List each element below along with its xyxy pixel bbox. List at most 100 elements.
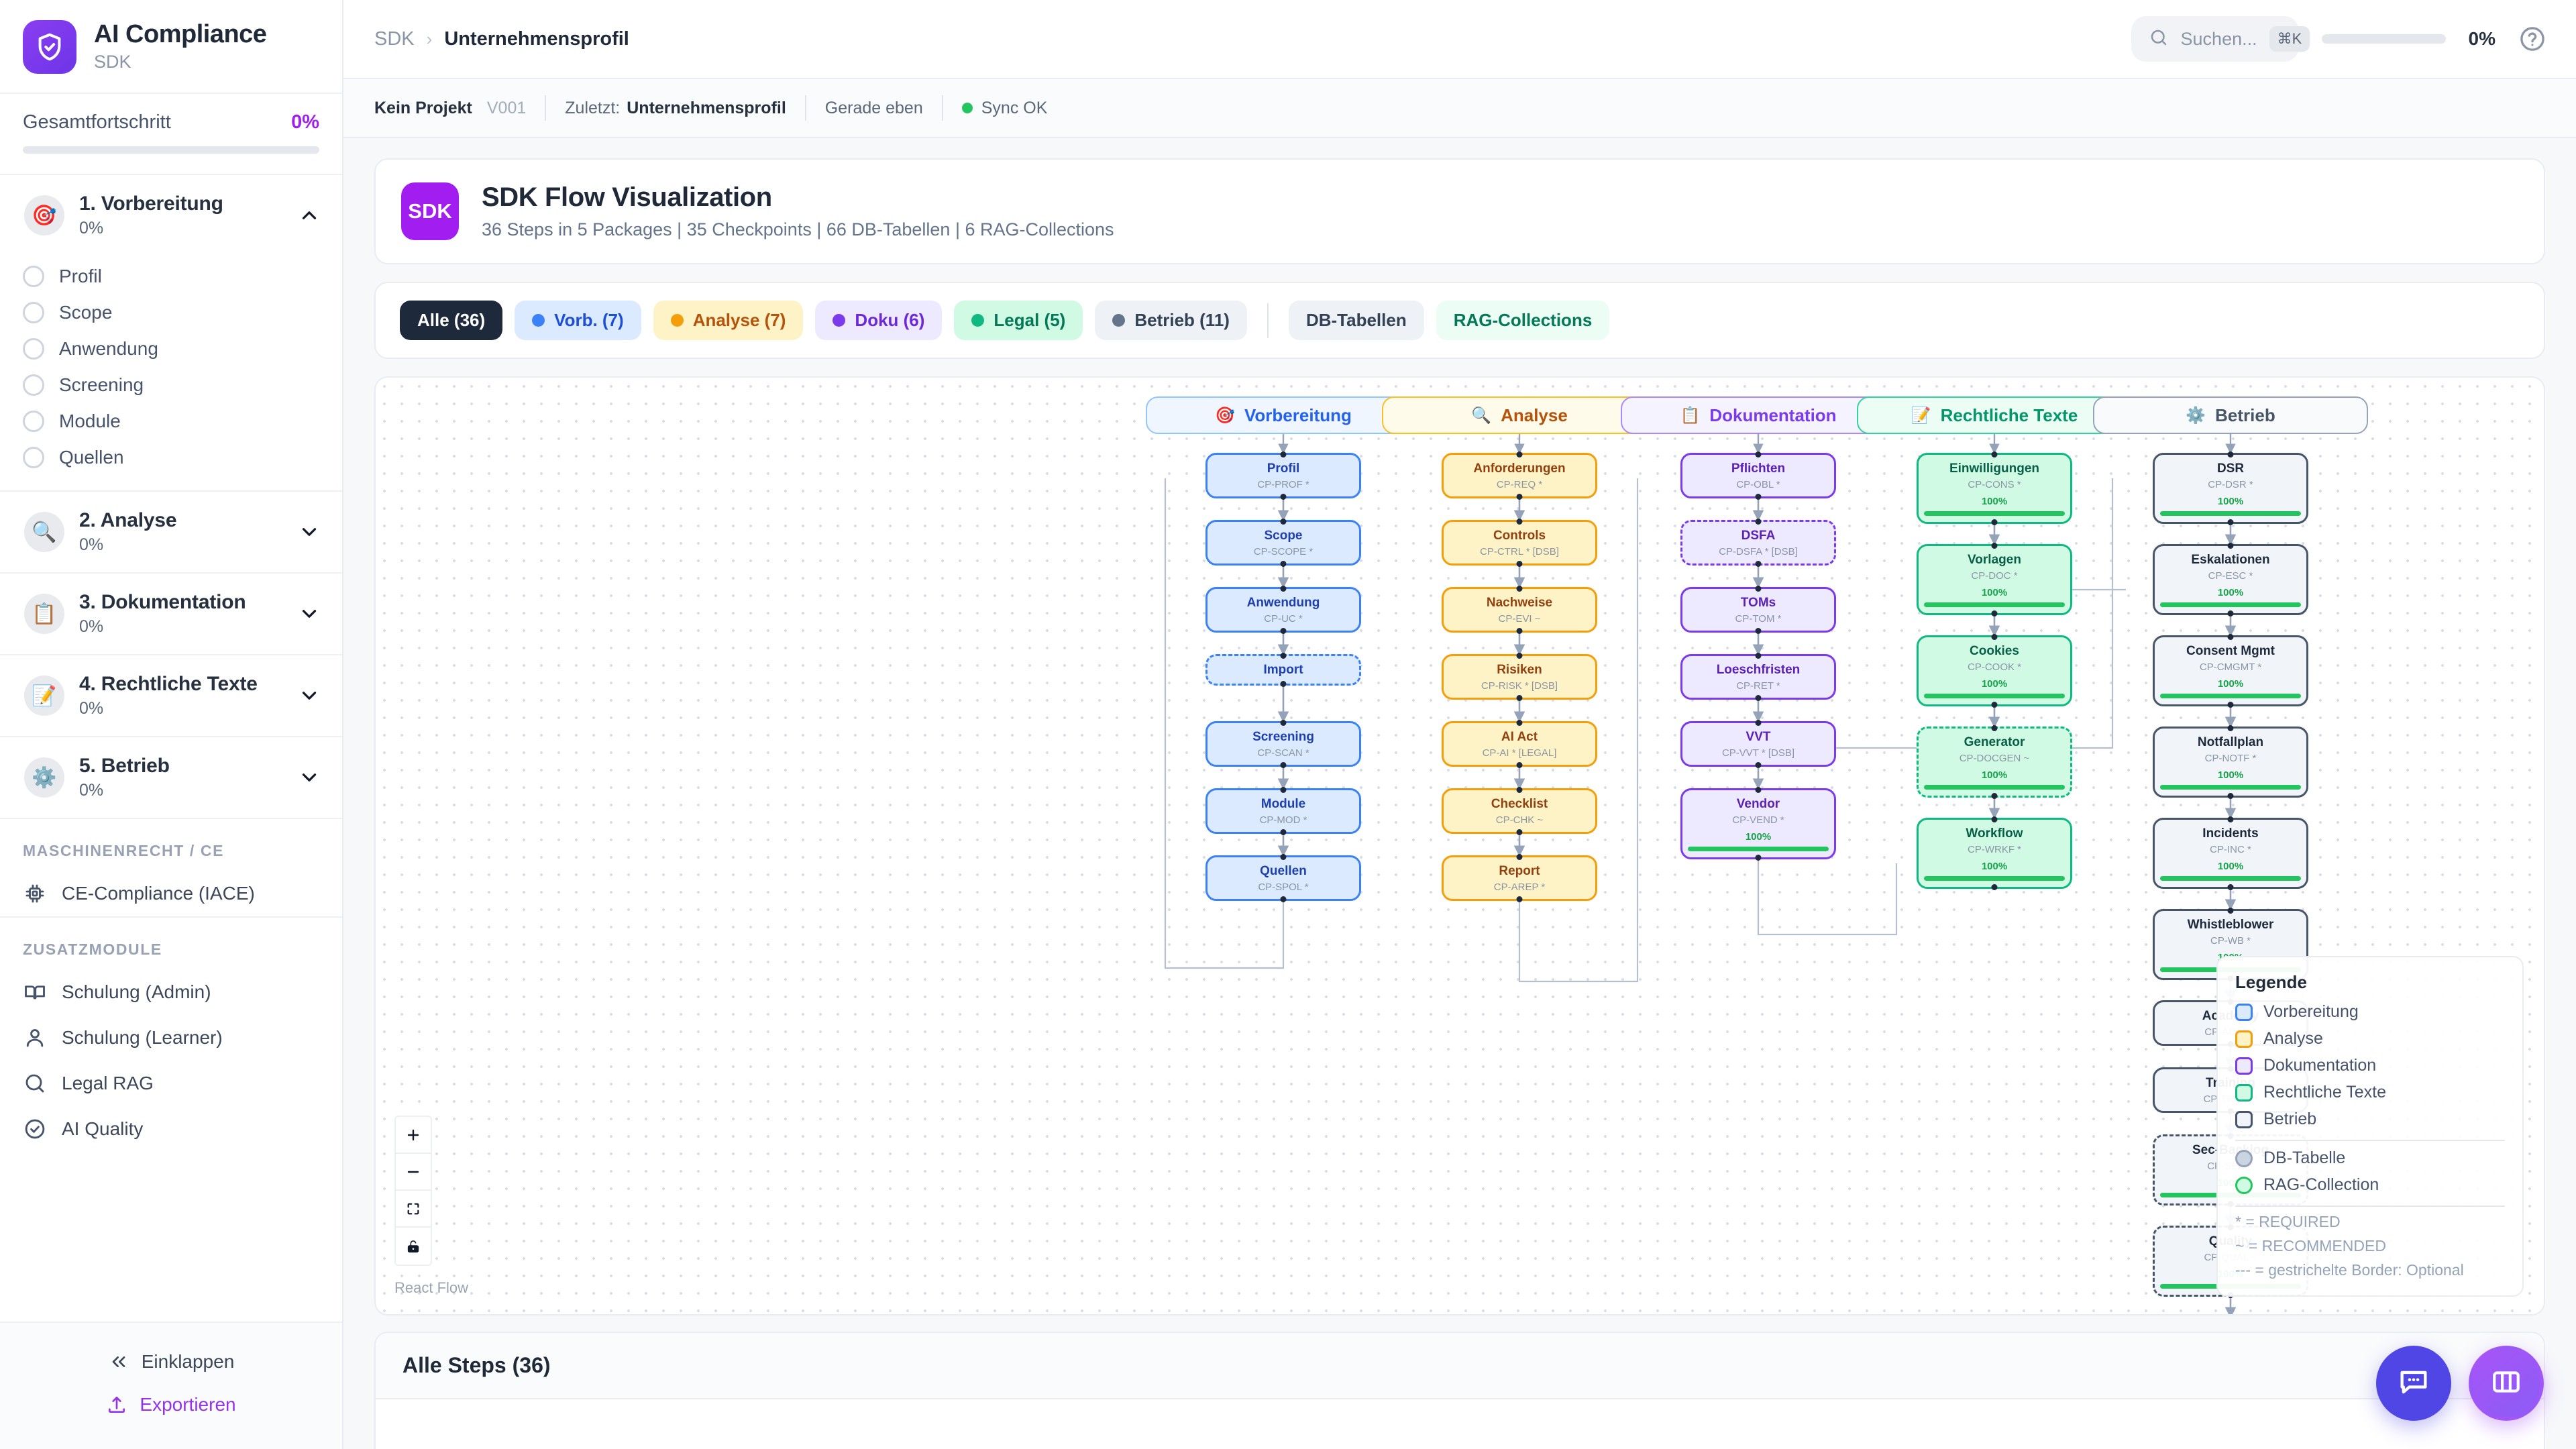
- nav-item-legal-rag[interactable]: Legal RAG: [0, 1061, 342, 1106]
- flow-canvas[interactable]: 🎯 Vorbereitung 🔍 Analyse 📋 Dokumentation…: [374, 376, 2545, 1316]
- flow-node-vorlagen[interactable]: Vorlagen CP-DOC * 100%: [1917, 543, 2072, 616]
- header-progress-bar: [2321, 34, 2446, 44]
- chevron-up-icon[interactable]: [298, 204, 321, 227]
- flow-node-quellen[interactable]: Quellen CP-SPOL *: [1205, 854, 1361, 902]
- flow-node-consent-mgmt[interactable]: Consent Mgmt CP-CMGMT * 100%: [2153, 634, 2308, 708]
- chevron-down-icon[interactable]: [298, 766, 321, 789]
- step-status-radio[interactable]: [23, 266, 44, 287]
- nav-item-ce-compliance-iace[interactable]: CE-Compliance (IACE): [0, 871, 342, 916]
- lane-label: Dokumentation: [1709, 405, 1837, 425]
- flow-node-nachweise[interactable]: Nachweise CP-EVI ~: [1442, 586, 1597, 634]
- legend-circle-list: DB-Tabelle RAG-Collection: [2235, 1148, 2505, 1195]
- flow-node-risiken[interactable]: Risiken CP-RISK * [DSB]: [1442, 653, 1597, 701]
- flow-node-report[interactable]: Report CP-AREP *: [1442, 854, 1597, 902]
- flow-node-incidents[interactable]: Incidents CP-INC * 100%: [2153, 816, 2308, 890]
- flow-node-toms[interactable]: TOMs CP-TOM *: [1680, 586, 1836, 634]
- package-header-4[interactable]: 📝 4. Rechtliche Texte 0%: [0, 655, 342, 736]
- flow-node-controls[interactable]: Controls CP-CTRL * [DSB]: [1442, 519, 1597, 567]
- flow-node-screening[interactable]: Screening CP-SCAN *: [1205, 720, 1361, 768]
- search-icon: [23, 1071, 47, 1095]
- search-input[interactable]: Suchen... ⌘K: [2131, 16, 2310, 62]
- package-progress: 0%: [79, 219, 104, 237]
- flow-node-anwendung[interactable]: Anwendung CP-UC *: [1205, 586, 1361, 634]
- package-header-5[interactable]: ⚙️ 5. Betrieb 0%: [0, 737, 342, 818]
- user-icon: [23, 1026, 47, 1050]
- legend-swatch: [2235, 1057, 2253, 1075]
- node-code: CP-OBL *: [1736, 478, 1780, 490]
- sidebar-step-profil[interactable]: Profil: [0, 258, 342, 294]
- breadcrumb-root[interactable]: SDK: [374, 28, 415, 50]
- node-handle-bottom: [1516, 560, 1523, 567]
- flow-node-ai-act[interactable]: AI Act CP-AI * [LEGAL]: [1442, 720, 1597, 768]
- fit-view-button[interactable]: [396, 1191, 431, 1228]
- filter-chip-doku-6[interactable]: Doku (6): [815, 301, 943, 340]
- filter-chip-db-tabellen[interactable]: DB-Tabellen: [1288, 301, 1424, 340]
- flow-node-cookies[interactable]: Cookies CP-COOK * 100%: [1917, 634, 2072, 708]
- filter-chip-betrieb-11[interactable]: Betrieb (11): [1095, 301, 1247, 340]
- sidebar-step-anwendung[interactable]: Anwendung: [0, 331, 342, 367]
- step-status-radio[interactable]: [23, 447, 44, 468]
- flow-node-pflichten[interactable]: Pflichten CP-OBL *: [1680, 451, 1836, 500]
- sidebar-step-screening[interactable]: Screening: [0, 367, 342, 403]
- nav-item-schulung-admin[interactable]: Schulung (Admin): [0, 969, 342, 1015]
- panel-fab[interactable]: [2469, 1346, 2544, 1421]
- flow-node-loeschfristen[interactable]: Loeschfristen CP-RET *: [1680, 653, 1836, 701]
- brand-header: AI Compliance SDK: [0, 0, 342, 94]
- nav-item-ai-quality[interactable]: AI Quality: [0, 1106, 342, 1152]
- chat-icon: [2396, 1364, 2431, 1403]
- step-status-radio[interactable]: [23, 302, 44, 323]
- chevron-down-icon[interactable]: [298, 602, 321, 625]
- sidebar-step-module[interactable]: Module: [0, 403, 342, 439]
- sidebar-step-quellen[interactable]: Quellen: [0, 439, 342, 476]
- export-button[interactable]: Exportieren: [0, 1383, 342, 1426]
- filter-chip-legal-5[interactable]: Legal (5): [954, 301, 1083, 340]
- package-emoji-icon: 📝: [24, 676, 64, 716]
- filter-chip-analyse-7[interactable]: Analyse (7): [653, 301, 804, 340]
- node-code: CP-PROF *: [1257, 478, 1309, 490]
- filter-chip-vorb-7[interactable]: Vorb. (7): [515, 301, 641, 340]
- breadcrumb-current: Unternehmensprofil: [444, 28, 629, 50]
- flow-node-generator[interactable]: Generator CP-DOCGEN ~ 100%: [1917, 725, 2072, 799]
- package-header-1[interactable]: 🎯 1. Vorbereitung 0%: [0, 175, 342, 256]
- node-code: CP-DOC *: [1971, 570, 2018, 582]
- flow-node-dsfa[interactable]: DSFA CP-DSFA * [DSB]: [1680, 519, 1836, 567]
- flow-node-notfallplan[interactable]: Notfallplan CP-NOTF * 100%: [2153, 725, 2308, 799]
- sidebar-step-scope[interactable]: Scope: [0, 294, 342, 331]
- flow-node-anforderungen[interactable]: Anforderungen CP-REQ *: [1442, 451, 1597, 500]
- package-header-2[interactable]: 🔍 2. Analyse 0%: [0, 492, 342, 572]
- node-handle-bottom: [1280, 493, 1287, 500]
- nav-item-schulung-learner[interactable]: Schulung (Learner): [0, 1015, 342, 1061]
- filter-chip-alle-36[interactable]: Alle (36): [400, 301, 503, 340]
- flow-node-checklist[interactable]: Checklist CP-CHK ~: [1442, 787, 1597, 835]
- chat-fab[interactable]: [2376, 1346, 2451, 1421]
- content-scroll: SDK SDK Flow Visualization 36 Steps in 5…: [343, 138, 2576, 1449]
- nav-item-label: Legal RAG: [62, 1073, 154, 1093]
- filter-chip-rag-collections[interactable]: RAG-Collections: [1436, 301, 1610, 340]
- zoom-in-button[interactable]: [396, 1117, 431, 1154]
- chevron-down-icon[interactable]: [298, 521, 321, 543]
- flow-node-einwilligungen[interactable]: Einwilligungen CP-CONS * 100%: [1917, 451, 2072, 525]
- step-status-radio[interactable]: [23, 411, 44, 432]
- legend-label: Betrieb: [2263, 1110, 2317, 1128]
- flow-node-profil[interactable]: Profil CP-PROF *: [1205, 451, 1361, 500]
- flow-node-vendor[interactable]: Vendor CP-VEND * 100%: [1680, 787, 1836, 861]
- flow-node-scope[interactable]: Scope CP-SCOPE *: [1205, 519, 1361, 567]
- collapse-sidebar-button[interactable]: Einklappen: [0, 1340, 342, 1383]
- step-status-radio[interactable]: [23, 374, 44, 396]
- zoom-out-button[interactable]: [396, 1154, 431, 1191]
- flow-node-import[interactable]: Import: [1205, 653, 1361, 687]
- chevron-down-icon[interactable]: [298, 684, 321, 707]
- step-status-radio[interactable]: [23, 338, 44, 360]
- flow-node-module[interactable]: Module CP-MOD *: [1205, 787, 1361, 835]
- package-progress: 0%: [79, 699, 104, 718]
- flow-node-eskalationen[interactable]: Eskalationen CP-ESC * 100%: [2153, 543, 2308, 616]
- package-header-3[interactable]: 📋 3. Dokumentation 0%: [0, 574, 342, 654]
- flow-node-workflow[interactable]: Workflow CP-WRKF * 100%: [1917, 816, 2072, 890]
- flow-node-dsr[interactable]: DSR CP-DSR * 100%: [2153, 451, 2308, 525]
- node-progress-value: 100%: [1981, 860, 2008, 872]
- lock-button[interactable]: [396, 1228, 431, 1265]
- node-handle-top: [1280, 787, 1287, 793]
- flow-node-vvt[interactable]: VVT CP-VVT * [DSB]: [1680, 720, 1836, 768]
- help-circle-icon[interactable]: [2518, 25, 2546, 53]
- node-code: CP-RISK * [DSB]: [1481, 680, 1558, 692]
